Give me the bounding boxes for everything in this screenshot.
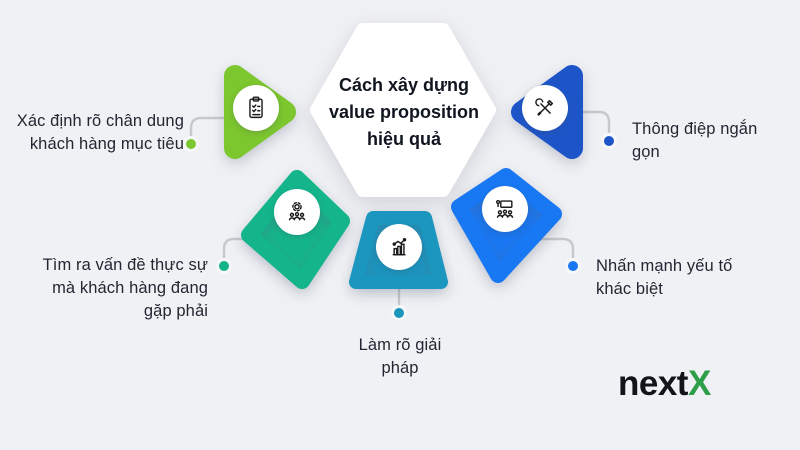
growth-chart-icon xyxy=(392,238,407,256)
icon-circle-target-customer xyxy=(233,85,279,131)
clipboard-checklist-icon xyxy=(249,96,263,119)
shape-real-problem-edge xyxy=(241,170,350,289)
presentation-icon xyxy=(495,199,514,218)
team-gear-icon xyxy=(288,201,306,221)
shape-differentiation-edge xyxy=(451,168,562,283)
shape-clarify-solution-edge xyxy=(349,211,448,289)
label-differentiation: Nhấn mạnh yếu tố khác biệt xyxy=(596,257,733,298)
crossed-tools-icon xyxy=(535,98,554,116)
dot-differentiation xyxy=(565,258,581,274)
brand-logo-text: next xyxy=(618,364,688,403)
connector-target-customer xyxy=(189,116,234,138)
label-real-problem: Tìm ra vấn đề thực sự mà khách hàng đang… xyxy=(42,256,208,320)
label-target-customer: Xác định rõ chân dung khách hàng mục tiê… xyxy=(16,112,184,153)
dot-concise-message xyxy=(601,133,617,149)
label-concise-message: Thông điệp ngắn gọn xyxy=(632,120,758,161)
dot-real-problem xyxy=(216,258,232,274)
center-hexagon xyxy=(310,23,496,197)
connector-differentiation xyxy=(534,237,575,260)
connector-concise-message xyxy=(574,110,611,134)
icon-circle-differentiation xyxy=(482,186,528,232)
page-title: Cách xây dựng value proposition hiệu quả xyxy=(328,75,479,149)
icon-circle-real-problem xyxy=(274,189,320,235)
brand-logo-x: X xyxy=(687,364,711,403)
label-clarify-solution: Làm rõ giải pháp xyxy=(358,336,442,377)
connector-dots xyxy=(183,133,617,321)
brand-logo: nextX xyxy=(618,364,711,404)
dot-clarify-solution xyxy=(391,305,407,321)
connector-real-problem xyxy=(222,237,260,260)
dot-target-customer xyxy=(183,136,199,152)
